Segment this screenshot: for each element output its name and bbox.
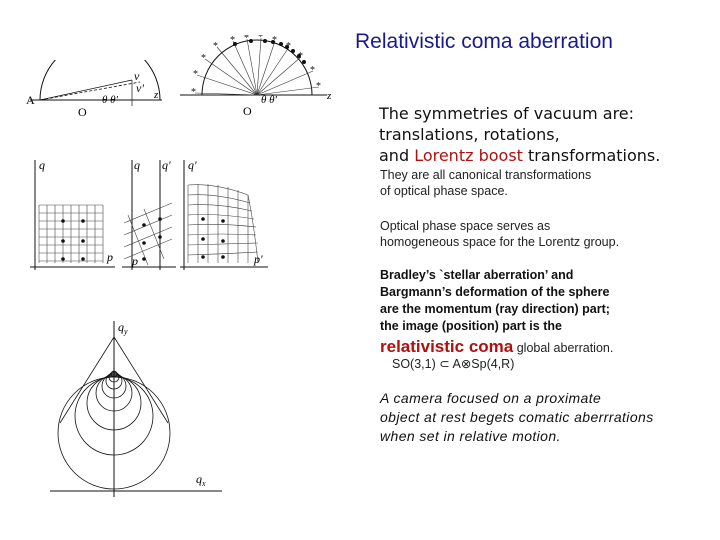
curved-grid-lines xyxy=(187,184,259,264)
canonical-line1: They are all canonical transformations xyxy=(380,168,592,182)
dome-arc xyxy=(201,39,313,96)
camera-text: A camera focused on a proximate object a… xyxy=(380,389,710,446)
label-v: v xyxy=(134,69,140,83)
phase-space-grid-sheared: q q' p xyxy=(122,158,176,270)
label-z2: z xyxy=(326,90,332,102)
label-qx-main: q xyxy=(196,472,202,486)
optical-line1: Optical phase space serves as xyxy=(380,219,551,233)
symmetries-line3: and Lorentz boost transformations. xyxy=(379,145,660,166)
label-qx-sub: x xyxy=(201,479,206,488)
ray-line-dashed xyxy=(39,81,141,101)
bradley-line3: are the momentum (ray direction) part; xyxy=(380,302,610,316)
star-rays xyxy=(194,37,320,96)
label-v-prime: v' xyxy=(136,81,144,95)
svg-text:*: * xyxy=(201,53,206,64)
canonical-line2: of optical phase space. xyxy=(380,184,508,198)
phase-space-grid-curved: q' p' xyxy=(180,158,268,270)
aberration-semicircle-figure: A O θ θ' z v v' xyxy=(26,60,162,119)
label-qy-main: q xyxy=(118,320,124,334)
label-z1: z xyxy=(153,89,159,101)
aberrated-star-dots xyxy=(233,39,306,64)
shear-lines xyxy=(123,202,173,266)
optical-space-text: Optical phase space serves as homogeneou… xyxy=(380,218,619,250)
coma-circles xyxy=(57,370,171,490)
symmetries-line3-suffix: transformations. xyxy=(522,146,661,165)
label-q2-prime: q' xyxy=(162,158,171,172)
coma-envelope xyxy=(59,336,169,424)
symmetries-line3-prefix: and xyxy=(379,146,415,165)
phase-space-grid-rest: q p xyxy=(30,158,115,270)
symmetries-line2: translations, rotations, xyxy=(379,125,560,144)
camera-line1: A camera focused on a proximate xyxy=(380,390,602,406)
bradley-line1: Bradley’s `stellar aberration’ and xyxy=(380,268,574,282)
label-q2: q xyxy=(134,158,140,172)
svg-text:*: * xyxy=(193,69,198,80)
relativistic-coma-figure: qy qx xyxy=(50,320,222,497)
label-O2: O xyxy=(243,104,252,118)
svg-text:*: * xyxy=(244,35,249,44)
bradley-line2: Bargmann’s deformation of the sphere xyxy=(380,285,610,299)
camera-line3: when set in relative motion. xyxy=(380,428,561,444)
lorentz-boost-term: Lorentz boost xyxy=(414,146,523,165)
label-O1: O xyxy=(78,105,87,119)
coma-rest: global aberration. xyxy=(513,341,614,355)
svg-text:*: * xyxy=(191,87,196,98)
coma-line: relativistic coma global aberration. xyxy=(380,337,613,357)
bradley-text: Bradley’s `stellar aberration’ and Bargm… xyxy=(380,267,610,335)
svg-text:*: * xyxy=(230,35,235,46)
label-p3-prime: p' xyxy=(253,252,263,266)
camera-line2: object at rest begets comatic aberrratio… xyxy=(380,409,654,425)
label-A: A xyxy=(26,93,35,107)
svg-text:*: * xyxy=(272,35,277,46)
label-qx: qx xyxy=(196,472,206,488)
grid-points xyxy=(61,219,85,261)
curved-grid-points xyxy=(201,217,225,259)
group-inclusion: SO(3,1) ⊂ A⊗Sp(4,R) xyxy=(392,357,515,371)
svg-text:*: * xyxy=(310,65,315,76)
svg-text:*: * xyxy=(316,81,321,92)
stellar-aberration-figure: *** *** *** *** O θ θ' z xyxy=(180,35,332,118)
ray-line xyxy=(39,79,133,101)
sheared-points xyxy=(142,217,162,261)
semicircle-arc xyxy=(39,60,161,101)
optical-line2: homogeneous space for the Lorentz group. xyxy=(380,235,620,249)
label-theta1: θ θ' xyxy=(102,94,119,106)
svg-text:*: * xyxy=(213,41,218,52)
grid-lines xyxy=(38,204,104,263)
slide-title: Relativistic coma aberration xyxy=(355,30,613,53)
label-qy-sub: y xyxy=(123,327,128,336)
label-p1: p xyxy=(106,250,113,264)
label-qy: qy xyxy=(118,320,128,336)
svg-text:*: * xyxy=(258,35,263,43)
relativistic-coma-term: relativistic coma xyxy=(380,337,514,356)
label-q1: q xyxy=(39,158,45,172)
label-p2: p xyxy=(131,254,138,268)
bradley-line4: the image (position) part is the xyxy=(380,319,562,333)
symmetries-intro: The symmetries of vacuum are: xyxy=(379,104,635,123)
label-q3-prime: q' xyxy=(188,158,197,172)
label-theta2: θ θ' xyxy=(261,94,278,106)
canonical-text: They are all canonical transformations o… xyxy=(380,167,591,199)
symmetries-text: The symmetries of vacuum are: translatio… xyxy=(379,103,660,166)
